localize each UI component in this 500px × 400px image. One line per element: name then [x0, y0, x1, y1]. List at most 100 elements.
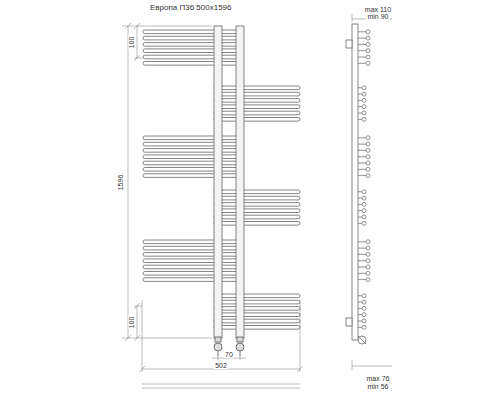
dimension-label: max 76 — [366, 375, 391, 382]
tube-link — [358, 295, 362, 296]
towel-bar — [214, 222, 300, 226]
towel-bar — [143, 246, 243, 250]
tube-section — [362, 117, 366, 121]
tube-link — [358, 327, 362, 328]
tube-link — [358, 308, 362, 309]
towel-bar — [214, 300, 300, 304]
tube-section — [362, 98, 366, 102]
dimension-lines — [122, 14, 392, 388]
towel-bar — [214, 203, 300, 207]
tube-link — [358, 87, 362, 88]
tube-link — [358, 279, 366, 280]
towel-bar — [143, 161, 243, 165]
towel-bar — [143, 142, 243, 146]
collectors — [214, 26, 244, 338]
tube-link — [358, 100, 362, 101]
towel-bar — [143, 174, 243, 178]
tube-section — [366, 136, 370, 140]
tube-link — [358, 273, 366, 274]
tube-section — [366, 161, 370, 165]
towel-bar — [214, 111, 300, 115]
tube-link — [358, 217, 362, 218]
tube-link — [358, 57, 366, 58]
tube-section — [362, 221, 366, 225]
tube-section — [362, 209, 366, 213]
towel-bar — [143, 168, 243, 172]
tube-section — [362, 319, 366, 323]
tube-section — [366, 36, 370, 40]
tube-link — [358, 113, 362, 114]
towel-bar — [143, 278, 243, 282]
tube-section — [362, 202, 366, 206]
towel-bar — [214, 86, 300, 90]
tube-section — [366, 42, 370, 46]
towel-bar — [214, 196, 300, 200]
tube-section — [366, 61, 370, 65]
dimension-label: min 56 — [366, 383, 389, 390]
drawing-title: Европа П36 500x1596 — [150, 4, 232, 12]
tube-link — [358, 156, 366, 157]
towel-bar — [214, 105, 300, 109]
towel-bar — [214, 99, 300, 103]
tube-link — [358, 63, 366, 64]
towel-bar — [214, 319, 300, 323]
tube-link — [358, 314, 362, 315]
towel-bar — [214, 209, 300, 213]
tube-section — [362, 300, 366, 304]
towel-bar — [143, 55, 243, 59]
dimension-label: 502 — [214, 362, 228, 369]
dimension-label: 100 — [129, 35, 136, 49]
towel-bar — [143, 272, 243, 276]
tube-link — [358, 106, 362, 107]
towel-bar — [143, 136, 243, 140]
tube-link — [358, 210, 362, 211]
tube-section — [362, 325, 366, 329]
dimension-label: max 110 — [364, 6, 392, 13]
tube-link — [358, 150, 366, 151]
tube-link — [358, 137, 366, 138]
tube-section — [366, 271, 370, 275]
side-view — [346, 24, 366, 344]
tube-section — [362, 86, 366, 90]
tube-link — [358, 94, 362, 95]
dimension-label: min 90 — [366, 13, 389, 20]
dimension-label: 1596 — [117, 173, 124, 191]
tube-section — [362, 294, 366, 298]
tube-section — [366, 30, 370, 34]
tube-section — [362, 313, 366, 317]
towel-bar — [143, 155, 243, 159]
towel-bar — [214, 326, 300, 330]
towel-bar — [214, 313, 300, 317]
tube-section — [362, 111, 366, 115]
tube-section — [366, 174, 370, 178]
tube-link — [358, 38, 366, 39]
tube-section — [362, 196, 366, 200]
tube-section — [366, 167, 370, 171]
tube-section — [366, 49, 370, 53]
tube-link — [358, 163, 366, 164]
tube-link — [358, 241, 366, 242]
tube-section — [362, 306, 366, 310]
towel-bar — [143, 49, 243, 53]
towel-bar — [143, 36, 243, 40]
tube-section — [362, 190, 366, 194]
tube-link — [358, 169, 366, 170]
towel-bar — [143, 149, 243, 153]
towel-bar — [214, 92, 300, 96]
tube-link — [358, 321, 362, 322]
towel-bar — [214, 294, 300, 298]
tube-section — [366, 246, 370, 250]
tube-link — [358, 44, 366, 45]
towel-bar — [143, 43, 243, 47]
tube-link — [358, 248, 366, 249]
tube-link — [358, 50, 366, 51]
tube-section — [366, 55, 370, 59]
tube-link — [358, 191, 362, 192]
tube-section — [366, 148, 370, 152]
towel-bar — [214, 307, 300, 311]
dimension-label: 100 — [129, 315, 136, 329]
tube-link — [358, 267, 366, 268]
tube-link — [358, 119, 362, 120]
tube-section — [362, 215, 366, 219]
